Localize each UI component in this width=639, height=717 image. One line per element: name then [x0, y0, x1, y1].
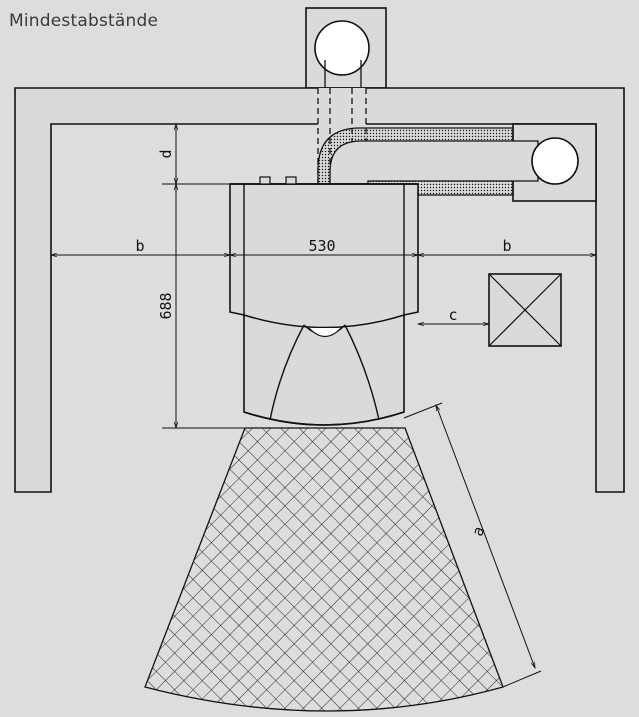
extension-line-a-bottom	[502, 670, 542, 688]
page-title: Mindestabstände	[9, 11, 159, 31]
label-c: c	[448, 306, 457, 324]
label-a: a	[468, 524, 488, 539]
boiler-bottom-curve	[243, 411, 405, 426]
boiler-display-knob	[308, 327, 342, 338]
boiler-connector-left	[259, 176, 271, 185]
horizontal-flue-inner-pipe	[329, 140, 539, 185]
label-530: 530	[308, 237, 335, 255]
boiler-lower-curve	[243, 314, 405, 329]
dimension-line-a	[435, 403, 536, 670]
label-b-right: b	[502, 237, 511, 255]
label-688: 688	[157, 292, 175, 319]
boiler-connector-right	[285, 176, 297, 185]
chimney-flue-circle	[314, 20, 370, 76]
label-b-left: b	[135, 237, 144, 255]
boiler-body	[229, 183, 419, 426]
side-flue-circle	[531, 137, 579, 185]
label-d: d	[157, 149, 175, 158]
front-clearance-zone	[144, 427, 504, 712]
obstacle-box-cross-2	[488, 273, 562, 347]
